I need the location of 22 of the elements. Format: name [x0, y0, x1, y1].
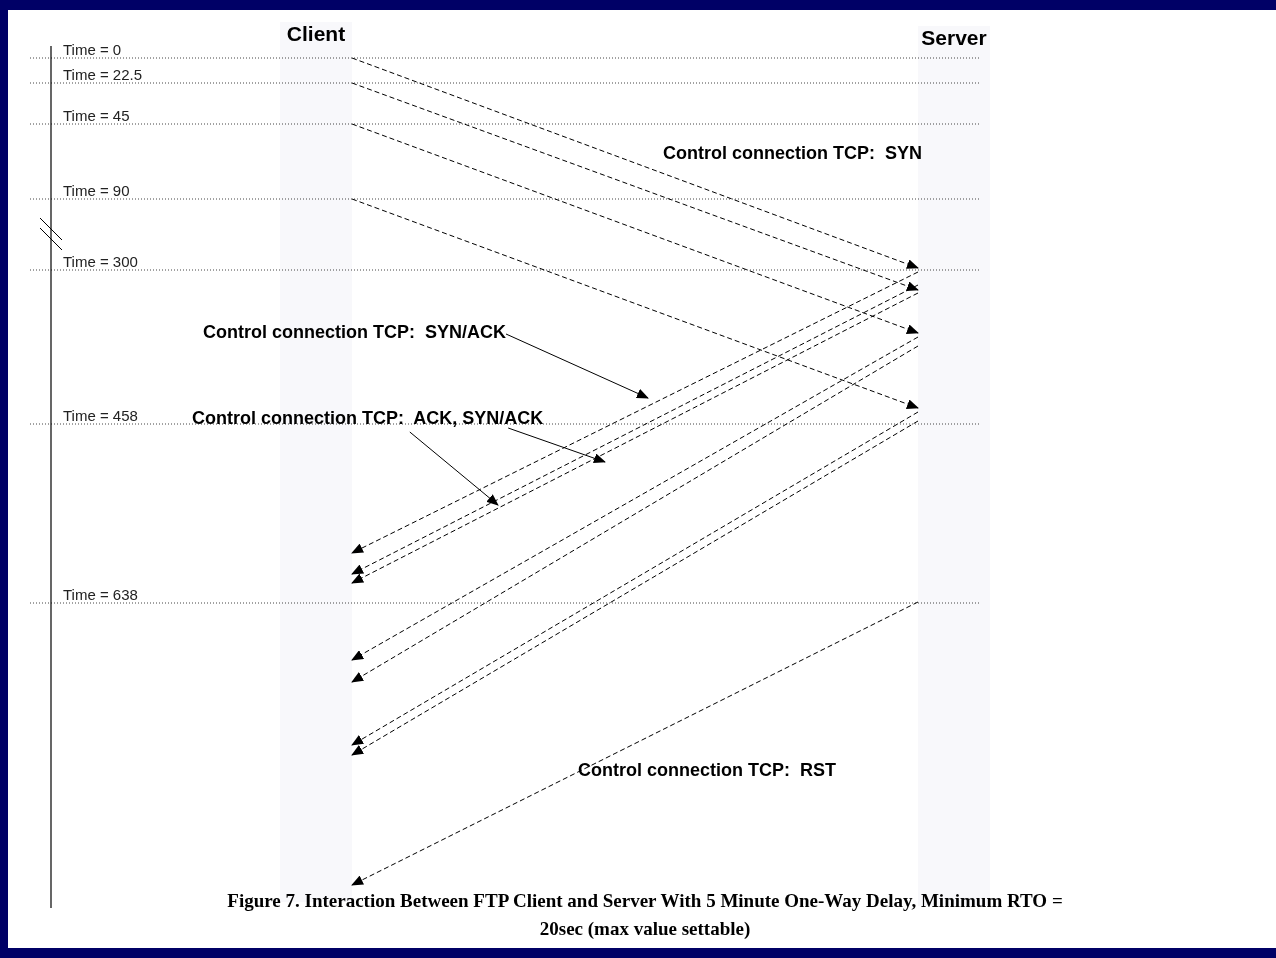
time-label: Time = 458	[63, 407, 138, 424]
time-label: Time = 22.5	[63, 66, 143, 83]
lifeline-heading: Client	[285, 22, 347, 46]
time-label: Time = 300	[63, 253, 138, 270]
message-label: Control connection TCP: RST	[578, 760, 836, 780]
message-arrow	[351, 57, 919, 269]
message-arrow	[351, 601, 919, 886]
time-label: Time = 45	[63, 107, 130, 124]
time-label: Time = 90	[63, 182, 130, 199]
leader-line	[507, 427, 606, 464]
time-label: Time = 638	[63, 586, 138, 603]
message-arrow	[351, 82, 919, 291]
message-label: Control connection TCP: ACK, SYN/ACK	[192, 408, 544, 428]
message-label: Control connection TCP: SYN	[663, 143, 922, 163]
time-label: Time = 0	[63, 41, 122, 58]
leader-line	[409, 431, 499, 506]
lifeline-heading: Server	[920, 26, 988, 50]
leader-line	[505, 333, 649, 399]
message-label: Control connection TCP: SYN/ACK	[203, 322, 506, 342]
message-arrow	[351, 123, 919, 334]
figure-caption: Figure 7. Interaction Between FTP Client and Server With 5 Minute One-Way Delay, Minimum RTO = 20sec (max value settable)	[226, 889, 1064, 941]
message-arrow	[351, 198, 919, 409]
